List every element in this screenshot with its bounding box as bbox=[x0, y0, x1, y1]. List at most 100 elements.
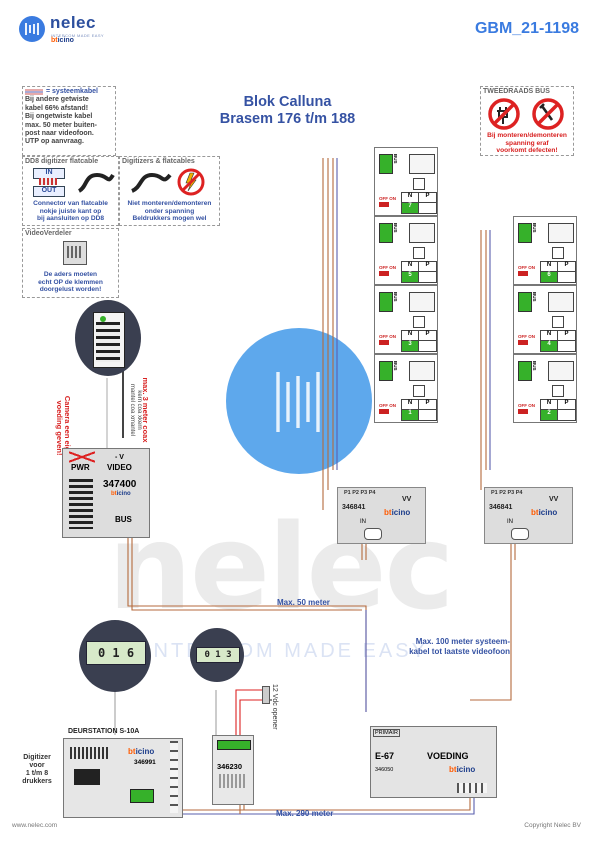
distributor-vv: VV bbox=[402, 496, 412, 503]
p-label: P bbox=[419, 400, 436, 410]
address-value: 3 bbox=[402, 341, 419, 351]
monitor-icon bbox=[548, 223, 574, 243]
bus-tag: BUS bbox=[393, 154, 398, 164]
page-title: Blok Calluna Brasem 176 t/m 188 bbox=[205, 94, 370, 128]
distributor-in: IN bbox=[360, 519, 366, 525]
p-label: P bbox=[558, 331, 575, 341]
digitizers-note-heading: Digitizers & flatcables bbox=[122, 158, 195, 165]
monitor-icon bbox=[409, 361, 435, 381]
pwr-label: PWR bbox=[71, 463, 90, 472]
distributor-left: P1 P2 P3 P4 346841 VV bticino IN bbox=[337, 487, 426, 544]
monitor-icon bbox=[548, 361, 574, 381]
videophone-unit: BUS OFF ON N P 1 bbox=[374, 354, 438, 423]
video-terms: - V bbox=[115, 454, 124, 461]
monitor-icon bbox=[409, 292, 435, 312]
terminal-block bbox=[379, 361, 393, 381]
address-value: 5 bbox=[402, 272, 419, 282]
no-plug-icon bbox=[488, 98, 520, 130]
opener-label: 12 Vdc opener bbox=[271, 684, 278, 730]
power-supply-code: 346050 bbox=[375, 767, 394, 773]
monitor-connector-icon bbox=[413, 316, 425, 328]
power-supply: PRIMAIR E-67 VOEDING 346050 bticino bbox=[370, 726, 497, 798]
n-label: N bbox=[541, 331, 558, 341]
camera-module-brand: bticino bbox=[111, 491, 131, 497]
monitor-connector-icon bbox=[413, 178, 425, 190]
off-on-switch: OFF ON bbox=[379, 196, 396, 201]
door-station: bticino 346991 bbox=[63, 738, 183, 818]
n-label: N bbox=[541, 262, 558, 272]
digitizer-code: 346230 bbox=[217, 762, 243, 771]
title-line-1: Blok Calluna bbox=[243, 94, 332, 110]
n-label: N bbox=[402, 193, 419, 203]
p-label: P bbox=[558, 262, 575, 272]
cable-swatch-icon bbox=[25, 89, 43, 95]
tweedraads-note-heading: TWEEDRAADS BUS bbox=[483, 88, 550, 95]
logo-bars-icon bbox=[25, 23, 39, 35]
watermark-logo-icon bbox=[276, 372, 320, 432]
address-grid: N P 2 bbox=[540, 399, 576, 421]
logo: nelec INTERCOM MADE EASY bticino bbox=[19, 13, 129, 46]
opener-device bbox=[262, 686, 270, 704]
distributor-terminals bbox=[364, 528, 382, 540]
monitor-icon bbox=[548, 292, 574, 312]
monitor-connector-icon bbox=[552, 247, 564, 259]
videophone-unit: BUS OFF ON N P 5 bbox=[374, 216, 438, 285]
terminal-block bbox=[518, 361, 532, 381]
monitor-connector-icon bbox=[413, 247, 425, 259]
flatcable-icon bbox=[77, 172, 115, 193]
distributor-brand: bticino bbox=[531, 508, 558, 517]
p-label: P bbox=[419, 193, 436, 203]
dd8-out-label: OUT bbox=[33, 186, 65, 197]
cable-note-line: kabel 66% afstand! bbox=[25, 104, 89, 112]
address-grid: N P 5 bbox=[401, 261, 437, 283]
address-grid: N P 7 bbox=[401, 192, 437, 214]
max-50-label: Max. 50 meter bbox=[277, 598, 330, 607]
door-bus-terminal bbox=[130, 789, 154, 803]
address-grid: N P 4 bbox=[540, 330, 576, 352]
digitizer-module: 346230 bbox=[212, 735, 254, 805]
document-id: GBM_21-1198 bbox=[474, 20, 579, 37]
distributor-vv: VV bbox=[549, 496, 559, 503]
dd8-note-heading: DD8 digitizer flatcable bbox=[25, 158, 99, 165]
address-value: 1 bbox=[402, 410, 419, 420]
cable-note-line: max. 50 meter buiten- bbox=[25, 121, 97, 129]
digitizers-note: Digitizers & flatcables Niet monteren/de… bbox=[119, 156, 220, 226]
n-label: N bbox=[402, 400, 419, 410]
max-290-label: Max. 290 meter bbox=[276, 809, 334, 818]
no-screwdriver-icon bbox=[532, 98, 564, 130]
terminal-block bbox=[518, 292, 532, 312]
address-value: 4 bbox=[541, 341, 558, 351]
max-100-label: Max. 100 meter systeem-kabel tot laatste… bbox=[409, 637, 510, 656]
address-grid: N P 3 bbox=[401, 330, 437, 352]
dd8-flatcable bbox=[39, 178, 57, 185]
power-supply-brand: bticino bbox=[449, 765, 476, 774]
camera-module: PWR VIDEO - V 347400 bticino BUS bbox=[62, 448, 150, 538]
videoverdeler-note-heading: VideoVerdeler bbox=[25, 230, 72, 237]
camera-module-code: 347400 bbox=[103, 479, 137, 490]
door-station-brand: bticino bbox=[128, 747, 155, 756]
bus-tag: BUS bbox=[393, 361, 398, 371]
address-value: 6 bbox=[541, 272, 558, 282]
monitor-icon bbox=[409, 223, 435, 243]
p-label: P bbox=[558, 400, 575, 410]
distributor-terminals bbox=[511, 528, 529, 540]
bus-tag: BUS bbox=[532, 292, 537, 302]
primair-label: PRIMAIR bbox=[373, 729, 400, 737]
off-on-switch: OFF ON bbox=[518, 403, 535, 408]
monitor-connector-icon bbox=[552, 385, 564, 397]
cable-note-line: UTP op aanvraag. bbox=[25, 138, 85, 146]
off-on-switch: OFF ON bbox=[379, 403, 396, 408]
videophone-unit: BUS OFF ON N P 3 bbox=[374, 285, 438, 354]
bus-tag: BUS bbox=[393, 223, 398, 233]
pwr-cross-icon bbox=[69, 451, 95, 463]
address-value: 2 bbox=[541, 410, 558, 420]
